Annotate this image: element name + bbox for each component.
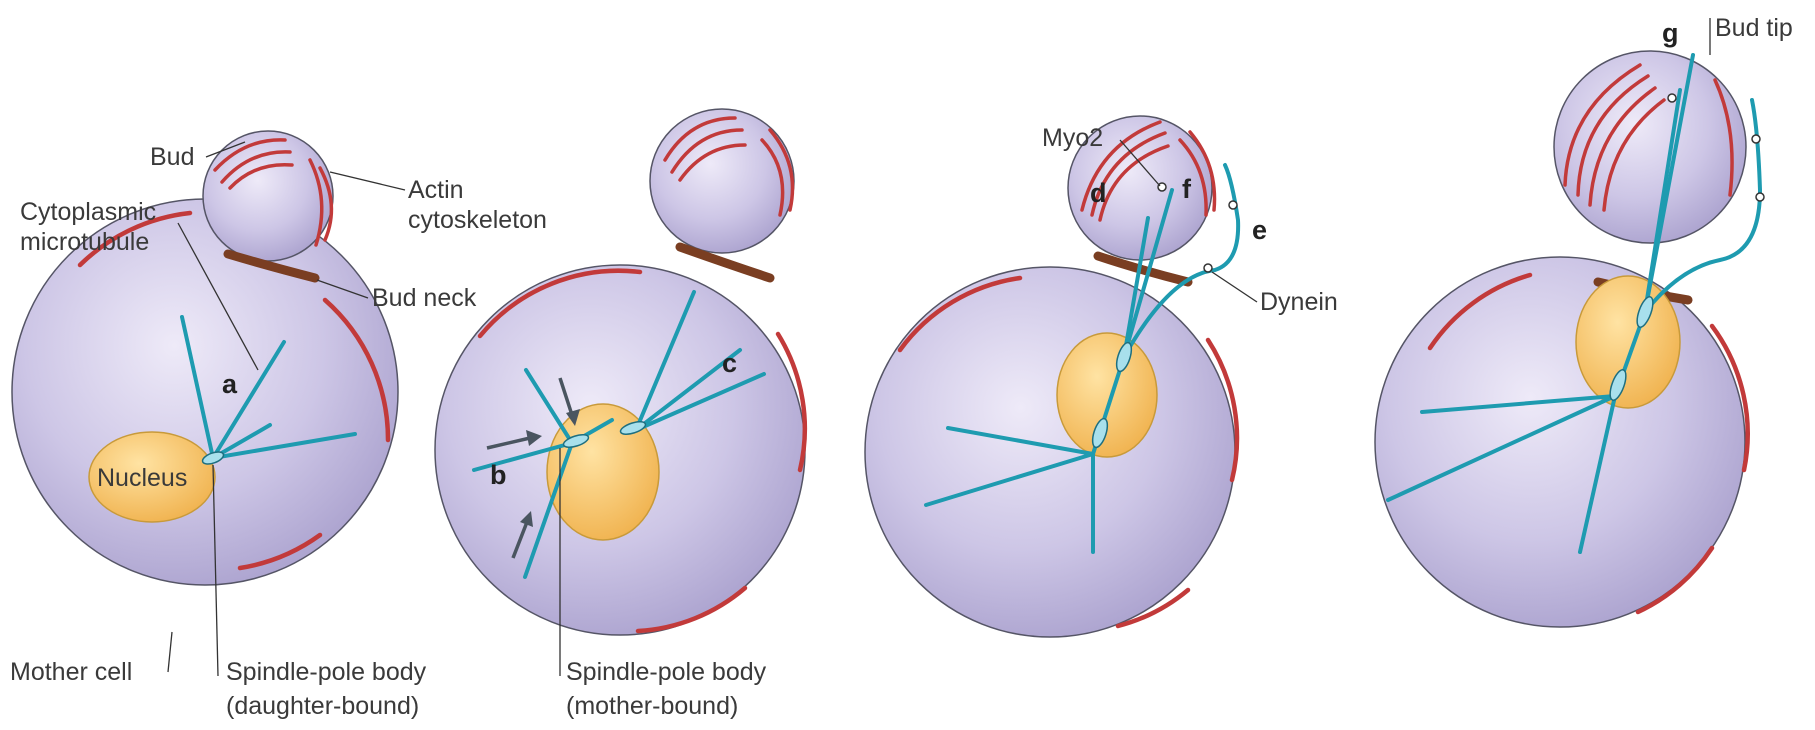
label-cyto-mt-1: Cytoplasmic [20,198,156,226]
label-nucleus: Nucleus [97,464,187,492]
label-bud-neck: Bud neck [372,284,477,312]
panel-4: g Bud tip [1375,14,1793,627]
label-spb-daughter-2: (daughter-bound) [226,692,419,720]
label-spb-mother-2: (mother-bound) [566,692,738,720]
dynein-motor-3b [1204,264,1212,272]
mother-cell-3 [865,267,1235,637]
label-spb-daughter-1: Spindle-pole body [226,658,427,686]
label-cyto-mt-2: microtubule [20,228,149,256]
dynein-motor-3a [1229,201,1237,209]
label-actin-1: Actin [408,176,464,204]
label-mother-cell: Mother cell [10,658,132,686]
nucleus-4 [1576,276,1680,408]
label-actin-2: cytoskeleton [408,206,547,234]
letter-d: d [1090,178,1107,208]
leader-actin [330,172,405,190]
letter-f: f [1182,174,1192,204]
panel-2: b c Spindle-pole body (mother-bound) [435,109,805,720]
dynein-motor-4b [1756,193,1764,201]
letter-c: c [722,348,737,378]
label-spb-mother-1: Spindle-pole body [566,658,767,686]
panel-3: Myo2 d f e Dynein [865,116,1338,637]
mother-cell-1 [12,199,398,585]
bud-cell-4 [1554,51,1746,243]
label-bud: Bud [150,143,194,171]
dynein-motor-4a [1752,135,1760,143]
letter-g: g [1662,18,1679,48]
myo2-motor-4 [1668,94,1676,102]
letter-e: e [1252,215,1267,245]
mother-cell-4 [1375,257,1745,627]
nucleus-3 [1057,333,1157,457]
leader-dynein [1212,272,1257,302]
leader-mother-cell [168,632,172,672]
label-bud-tip: Bud tip [1715,14,1793,42]
label-dynein: Dynein [1260,288,1338,316]
label-myo2: Myo2 [1042,124,1103,152]
letter-b: b [490,460,507,490]
letter-a: a [222,369,238,399]
